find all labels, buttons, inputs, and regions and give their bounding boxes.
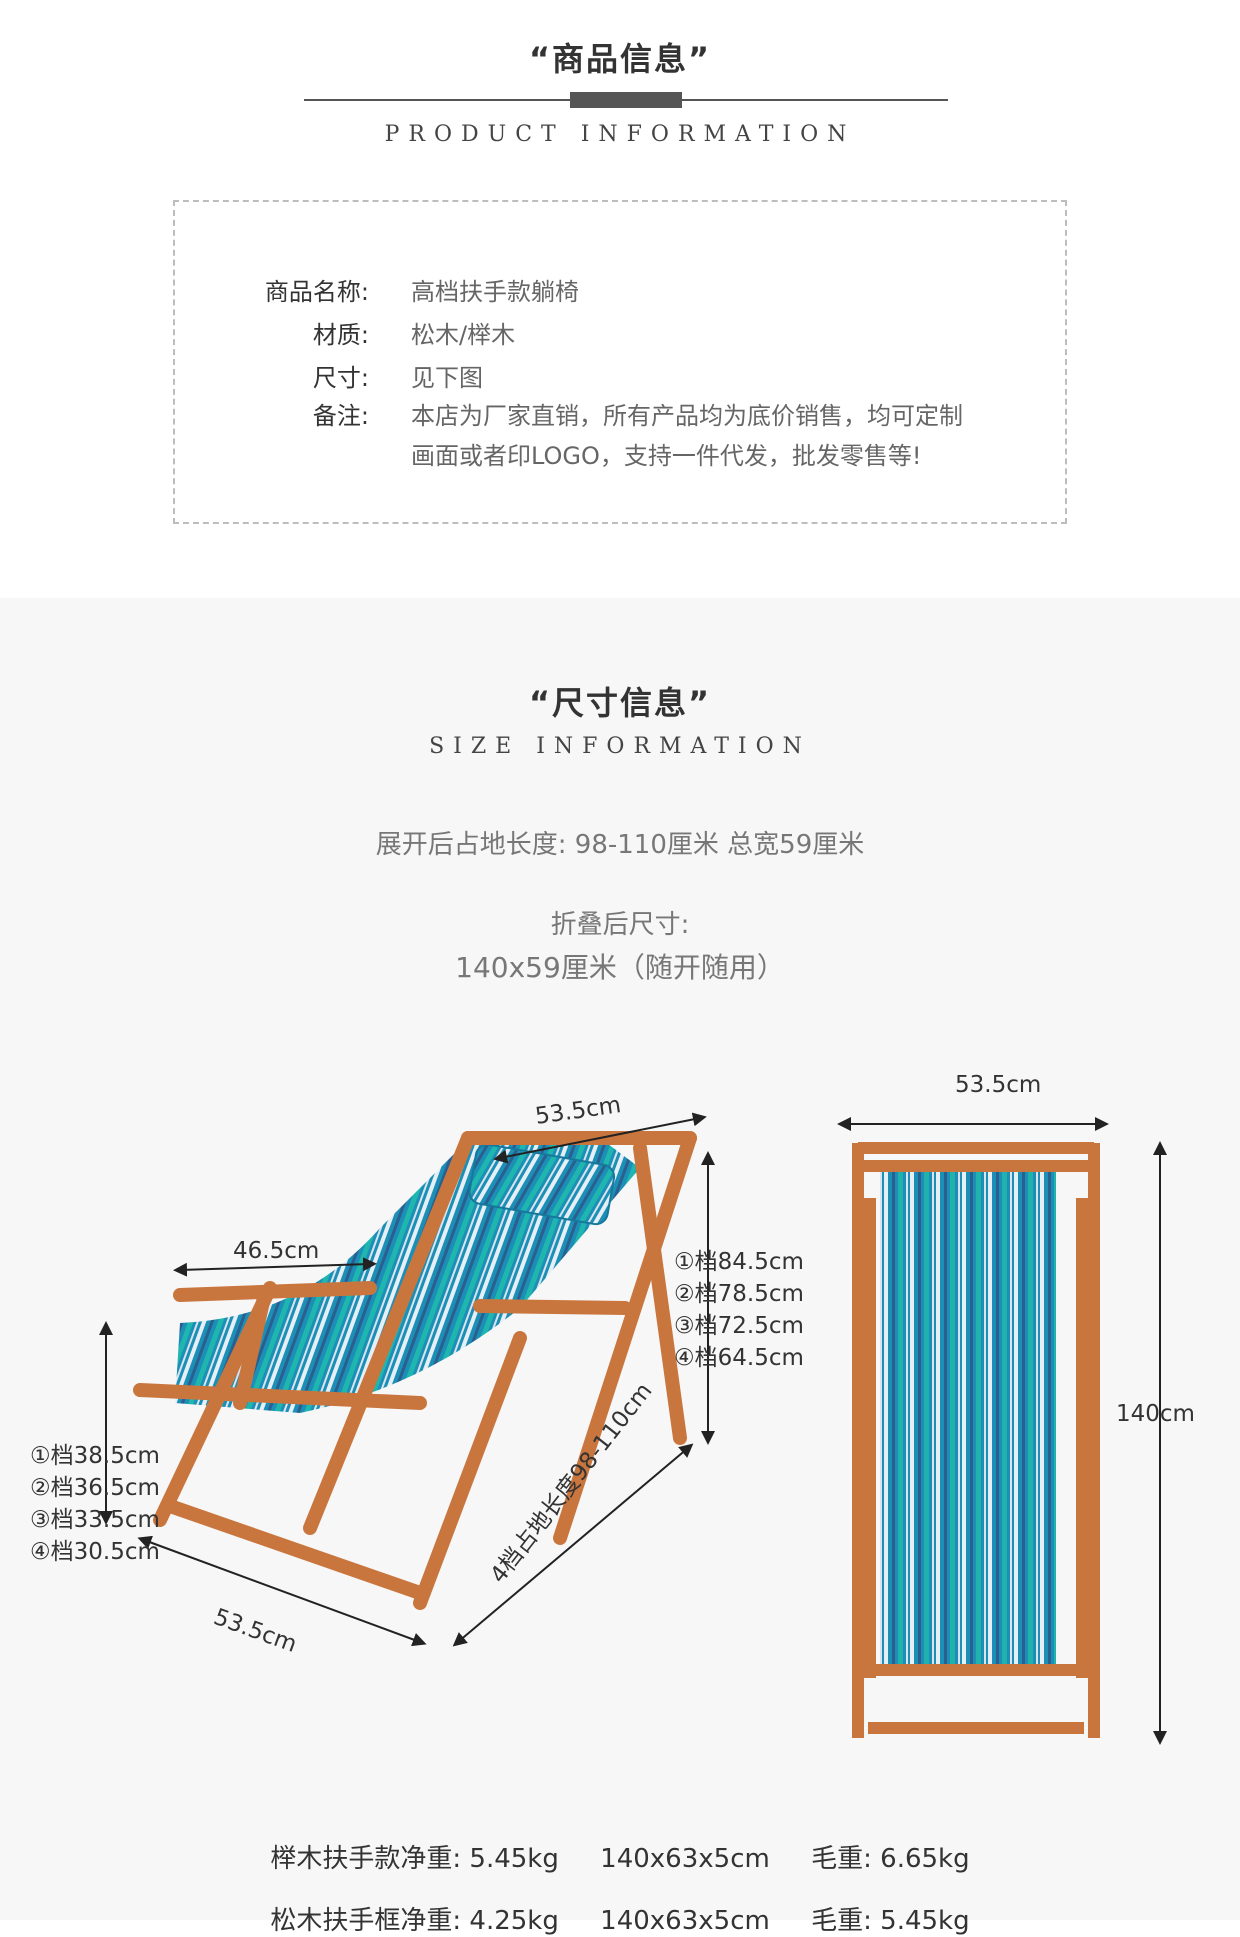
folded-size-label: 折叠后尺寸: xyxy=(550,910,690,940)
label-back-height-1: ①档84.5cm xyxy=(674,1249,804,1275)
label-front-height: 140cm xyxy=(1116,1401,1195,1427)
label-seat-height-2: ②档36.5cm xyxy=(30,1475,160,1501)
info-value: 画面或者印LOGO，支持一件代发，批发零售等! xyxy=(411,442,922,470)
weight-line-beech: 榉木扶手款净重: 5.45kg 140x63x5cm 毛重: 6.65kg xyxy=(270,1844,970,1874)
info-label: 尺寸: xyxy=(312,364,369,392)
folded-size-value: 140x59厘米（随开随用） xyxy=(455,951,785,984)
front-chair-frame xyxy=(852,1142,1100,1738)
label-seat-height-1: ①档38.5cm xyxy=(30,1443,160,1469)
dim-top-width-line xyxy=(493,1112,707,1164)
product-section-subtitle: PRODUCT INFORMATION xyxy=(384,122,856,147)
info-value: 本店为厂家直销，所有产品均为底价销售，均可定制 xyxy=(411,402,963,430)
dim-bottom-width-line xyxy=(137,1535,427,1647)
info-label: 材质: xyxy=(312,321,369,349)
size-section-title: “尺寸信息” xyxy=(528,684,712,722)
label-front-width: 53.5cm xyxy=(955,1072,1042,1098)
size-section-subtitle: SIZE INFORMATION xyxy=(429,734,811,759)
info-value: 见下图 xyxy=(411,364,483,392)
product-info-box: 商品名称: 高档扶手款躺椅 材质: 松木/榉木 尺寸: 见下图 备注: 本店为厂… xyxy=(173,200,1067,524)
label-seat-height-3: ③档33.5cm xyxy=(30,1507,160,1533)
label-back-height-4: ④档64.5cm xyxy=(674,1345,804,1371)
info-label: 商品名称: xyxy=(264,278,369,306)
label-seat-height-4: ④档30.5cm xyxy=(30,1539,160,1565)
front-chair-fabric xyxy=(880,1168,1056,1668)
product-section-title: “商品信息” xyxy=(528,40,712,78)
label-back-height-3: ③档72.5cm xyxy=(674,1313,804,1339)
title-divider-bar xyxy=(570,92,682,108)
label-armrest: 46.5cm xyxy=(233,1238,320,1264)
label-back-height-2: ②档78.5cm xyxy=(674,1281,804,1307)
size-section: “尺寸信息” SIZE INFORMATION 展开后占地长度: 98-110厘… xyxy=(0,598,1240,1936)
info-value: 松木/榉木 xyxy=(411,321,516,349)
info-value: 高档扶手款躺椅 xyxy=(411,278,579,306)
dim-armrest-line xyxy=(173,1257,377,1277)
chair-diagram xyxy=(99,1112,1167,1745)
info-label: 备注: xyxy=(312,402,369,430)
dim-length-line xyxy=(452,1443,694,1647)
weight-line-pine: 松木扶手框净重: 4.25kg 140x63x5cm 毛重: 5.45kg xyxy=(270,1906,970,1936)
unfold-length-text: 展开后占地长度: 98-110厘米 总宽59厘米 xyxy=(375,830,865,860)
